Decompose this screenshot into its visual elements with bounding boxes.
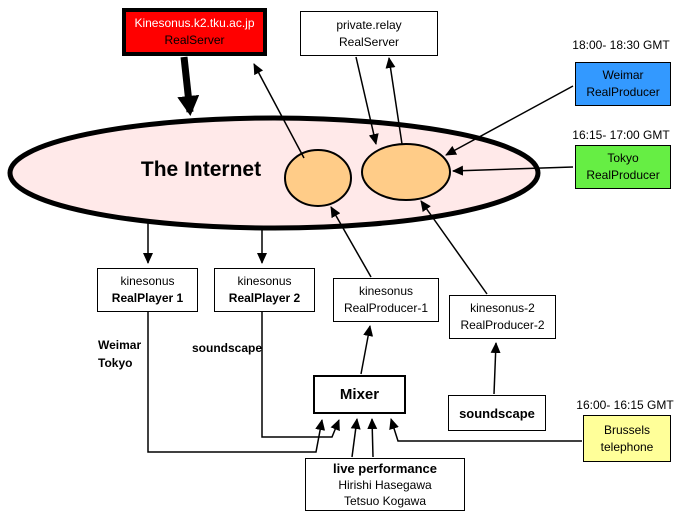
realplayer1-role: RealPlayer 1 xyxy=(111,291,184,305)
arrow-mixer-to-producer1 xyxy=(360,325,374,375)
realplayer2-box: kinesonus RealPlayer 2 xyxy=(214,268,315,312)
realplayer2-role: RealPlayer 2 xyxy=(228,291,301,305)
brussels-role: telephone xyxy=(600,439,654,454)
mixer-box: Mixer xyxy=(313,375,406,414)
arrow-soundscape-to-producer2 xyxy=(490,342,501,395)
live-performance-title: live performance xyxy=(332,460,438,476)
private-relay-box: private.relay RealServer xyxy=(300,11,438,56)
performer-1: Hirishi Hasegawa xyxy=(338,477,432,492)
player1-source-tokyo: Tokyo xyxy=(98,356,133,370)
weimar-role: RealProducer xyxy=(586,85,660,99)
relay-role: RealServer xyxy=(338,34,400,49)
realproducer1-role: RealProducer-1 xyxy=(343,301,429,315)
arrow-producer1-to-internet xyxy=(330,206,372,278)
weimar-producer-box: Weimar RealProducer xyxy=(575,62,671,106)
arrow-producer2-to-internet xyxy=(420,200,488,295)
arrow-brussels-to-mixer xyxy=(389,418,582,442)
arrow-live-to-mixer-1 xyxy=(350,418,361,458)
mixer-label: Mixer xyxy=(339,386,380,403)
realplayer1-host: kinesonus xyxy=(120,274,175,288)
arrow-relay-to-internet xyxy=(355,56,379,145)
soundscape-box: soundscape xyxy=(448,395,546,431)
arrow-weimar-to-internet xyxy=(445,85,574,156)
realproducer1-host: kinesonus xyxy=(358,284,414,298)
internet-label: The Internet xyxy=(140,158,262,181)
soundscape-label: soundscape xyxy=(459,405,535,421)
relay-host: private.relay xyxy=(336,17,402,32)
arrow-node1-to-kinesonus-server xyxy=(253,63,305,159)
arrow-node2-to-relay xyxy=(385,57,403,145)
weimar-time-label: 18:00- 18:30 GMT xyxy=(572,38,670,52)
realproducer2-role: RealProducer-2 xyxy=(460,318,545,332)
kinesonus-server-role: RealServer xyxy=(164,33,225,47)
arrow-tokyo-to-internet xyxy=(452,165,574,176)
live-performance-box: live performance Hirishi Hasegawa Tetsuo… xyxy=(305,458,465,511)
arrow-realplayer2-to-mixer xyxy=(261,312,340,438)
internet-node-1 xyxy=(284,149,352,207)
kinesonus-server-host: Kinesonus.k2.tku.ac.jp xyxy=(134,16,255,30)
brussels-telephone-box: Brussels telephone xyxy=(583,415,671,462)
player2-source-label: soundscape xyxy=(192,341,263,355)
arrow-internet-to-kinesonus-server xyxy=(177,56,200,116)
tokyo-role: RealProducer xyxy=(586,168,660,182)
realplayer2-host: kinesonus xyxy=(237,274,292,288)
arrow-realplayer1-to-mixer xyxy=(147,312,326,453)
brussels-name: Brussels xyxy=(603,422,650,437)
brussels-time-label: 16:00- 16:15 GMT xyxy=(576,398,674,412)
tokyo-name: Tokyo xyxy=(607,151,639,165)
realproducer2-box: kinesonus-2 RealProducer-2 xyxy=(449,295,556,339)
realplayer1-box: kinesonus RealPlayer 1 xyxy=(97,268,198,312)
internet-node-2 xyxy=(361,143,451,201)
tokyo-time-label: 16:15- 17:00 GMT xyxy=(572,128,670,142)
kinesonus-realserver-box: Kinesonus.k2.tku.ac.jp RealServer xyxy=(122,8,267,56)
realproducer2-host: kinesonus-2 xyxy=(470,301,535,315)
player1-sources-label: Weimar Tokyo xyxy=(98,336,141,372)
performer-2: Tetsuo Kogawa xyxy=(343,493,427,508)
realproducer1-box: kinesonus RealProducer-1 xyxy=(333,278,439,322)
tokyo-producer-box: Tokyo RealProducer xyxy=(575,145,671,189)
weimar-name: Weimar xyxy=(602,68,644,82)
player1-source-weimar: Weimar xyxy=(98,338,142,352)
arrow-live-to-mixer-2 xyxy=(367,418,378,458)
